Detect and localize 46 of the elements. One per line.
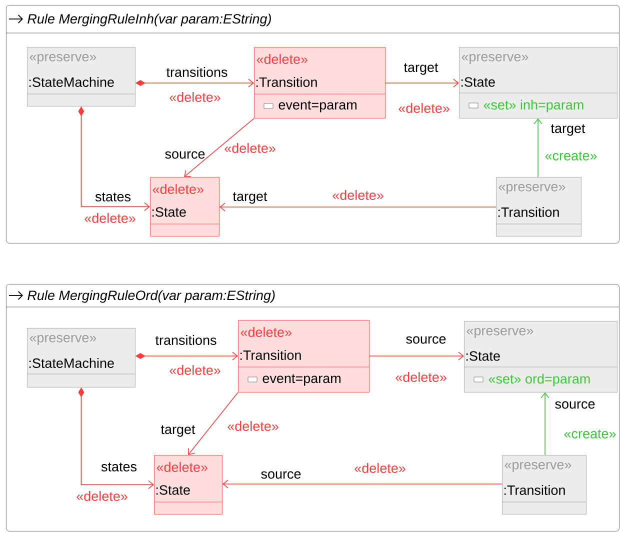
class-box: «preserve» :Transition bbox=[502, 455, 586, 514]
class-box: «delete» :State bbox=[154, 455, 222, 514]
class-box: «preserve» :Transition bbox=[496, 177, 582, 236]
stereotype-label: «delete» bbox=[170, 365, 220, 375]
arrow bbox=[385, 78, 459, 88]
role-label: source bbox=[165, 151, 205, 159]
class-box: «preserve» :StateMachine bbox=[26, 328, 136, 388]
stereotype-label: «delete» bbox=[84, 213, 136, 223]
stereotype-label: «delete» bbox=[76, 491, 128, 501]
role-label: target bbox=[232, 192, 268, 204]
stereotype-label: «delete» bbox=[332, 190, 384, 200]
arrow bbox=[369, 352, 464, 360]
stereotype-label: «delete» bbox=[228, 421, 278, 431]
arrow bbox=[184, 118, 254, 177]
arrow bbox=[188, 392, 238, 455]
rule-title: Rule MergingRuleInh(var param:EString) bbox=[28, 14, 271, 26]
stereotype-label: «delete» bbox=[396, 372, 446, 382]
role-label: target bbox=[550, 124, 586, 136]
stereotype-label: «delete» bbox=[398, 103, 450, 113]
attribute-text: «set» ord=param bbox=[488, 374, 590, 386]
rule-frame bbox=[6, 284, 620, 532]
role-label: source bbox=[406, 336, 446, 344]
role-label: source bbox=[261, 471, 301, 479]
class-box: «delete» :State bbox=[150, 177, 220, 236]
role-label: target bbox=[404, 63, 438, 75]
rule-frame bbox=[6, 5, 620, 244]
attribute-text: «set» inh=param bbox=[484, 100, 584, 112]
role-label: states bbox=[101, 462, 137, 472]
stereotype-label: «create» bbox=[545, 152, 597, 160]
role-label: source bbox=[555, 401, 595, 409]
role-label: target bbox=[160, 425, 196, 437]
arrow bbox=[222, 480, 502, 488]
role-label: states bbox=[95, 192, 131, 202]
attribute-text: event=param bbox=[262, 374, 340, 386]
stereotype-label: «delete» bbox=[224, 143, 276, 153]
class-box: «preserve» :StateMachine bbox=[26, 47, 136, 106]
role-label: transitions bbox=[155, 335, 216, 345]
rule-title: Rule MergingRuleOrd(var param:EString) bbox=[28, 290, 275, 303]
stereotype-label: «delete» bbox=[170, 92, 220, 102]
arrow bbox=[534, 118, 542, 178]
arrow bbox=[540, 392, 550, 456]
stereotype-label: «create» bbox=[564, 430, 616, 438]
stereotype-label: «delete» bbox=[354, 463, 406, 473]
attribute-text: event=param bbox=[278, 100, 356, 112]
role-label: transitions bbox=[166, 67, 228, 77]
arrow bbox=[219, 202, 496, 212]
